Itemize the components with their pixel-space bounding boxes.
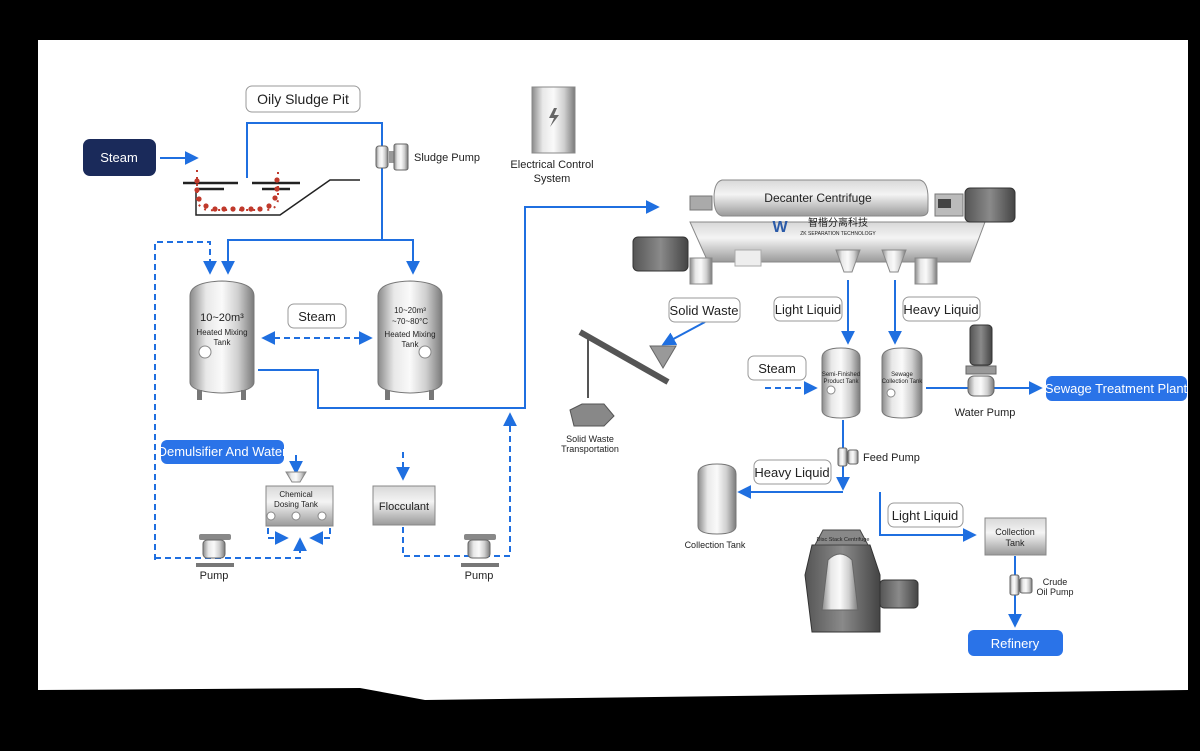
oily-sludge-pit-label-box <box>245 85 361 113</box>
refinery-label: Refinery <box>991 636 1040 651</box>
demulsifier-badge: Demulsifier And Water <box>158 440 288 464</box>
collection-tank-right-label-2: Tank <box>1005 538 1025 548</box>
crude-oil-pump-label-1: Crude <box>1043 577 1068 587</box>
sewage-collection-label-1: Sewage <box>891 372 913 378</box>
sewage-treatment-plant-label: Sewage Treatment Plant <box>1045 381 1188 396</box>
dashed-lines <box>154 241 818 560</box>
light-liquid-top-label: Light Liquid <box>775 302 842 317</box>
semi-finished-label-1: Semi-Finished <box>822 372 860 378</box>
flocculant-tank: Flocculant <box>372 485 436 526</box>
semi-finished-label-2: Product Tank <box>824 379 860 385</box>
pump-right: Pump <box>461 534 499 582</box>
light-liquid-bottom-badge: Light Liquid <box>887 502 964 528</box>
tank-2-porthole <box>418 345 432 359</box>
collection-tank-right: Collection Tank <box>984 517 1047 556</box>
collection-tank-left-label: Collection Tank <box>685 540 746 550</box>
disc-centrifuge-label: Disc Stack Centrifuge <box>817 537 870 543</box>
tank-1-name-2: Tank <box>214 338 232 347</box>
solid-waste-conveyor: Solid Waste Transportation <box>561 329 677 454</box>
pump-left: Pump <box>196 534 234 582</box>
pump-left-label: Pump <box>200 570 229 582</box>
sludge-pump: Sludge Pump <box>375 143 480 171</box>
refinery-badge: Refinery <box>968 630 1063 656</box>
light-liquid-bottom-label: Light Liquid <box>892 508 959 523</box>
steam-input-label: Steam <box>100 150 138 165</box>
decanter-brand-en: ZK SEPARATION TECHNOLOGY <box>800 231 876 237</box>
solid-waste-transport-label-2: Transportation <box>561 444 619 454</box>
collection-tank-right-label-1: Collection <box>995 527 1035 537</box>
crude-oil-pump-label-2: Oil Pump <box>1036 587 1073 597</box>
steam-right-label: Steam <box>758 361 796 376</box>
solid-waste-transport-label-1: Solid Waste <box>566 434 614 444</box>
flocculant-label: Flocculant <box>379 501 429 513</box>
heavy-liquid-top-badge: Heavy Liquid <box>902 296 981 322</box>
chemical-dosing-label-2: Dosing Tank <box>274 500 319 509</box>
light-liquid-top-badge: Light Liquid <box>773 296 843 322</box>
pump-right-label: Pump <box>465 570 494 582</box>
chemical-dosing-label-1: Chemical <box>279 490 313 499</box>
tank-2-volume: 10~20m³ <box>394 306 426 315</box>
sewage-treatment-plant-badge: Sewage Treatment Plant <box>1045 376 1188 401</box>
heated-mixing-tank-2: 10~20m³ ~70~80°C Heated Mixing Tank <box>377 280 443 400</box>
oily-sludge-pit: Oily Sludge Pit <box>183 85 361 216</box>
water-pump: Water Pump <box>955 324 1016 419</box>
heavy-liquid-bottom-badge: Heavy Liquid <box>753 459 832 485</box>
tank-1-volume: 10~20m³ <box>200 312 244 324</box>
steam-mid-badge: Steam <box>287 303 347 329</box>
heavy-liquid-bottom-label: Heavy Liquid <box>754 465 829 480</box>
steam-mid-label: Steam <box>298 309 336 324</box>
lightning-icon <box>549 108 559 127</box>
heated-mixing-tank-1: 10~20m³ Heated Mixing Tank <box>189 280 255 400</box>
heavy-liquid-top-label: Heavy Liquid <box>903 302 978 317</box>
water-pump-label: Water Pump <box>955 407 1016 419</box>
decanter-brand-cn: 智楷分离科技 <box>808 216 868 229</box>
sewage-collection-tank: Sewage Collection Tank <box>881 347 924 419</box>
solid-waste-badge: Solid Waste <box>668 297 741 323</box>
tank-1-name-1: Heated Mixing <box>196 328 247 337</box>
demulsifier-label: Demulsifier And Water <box>158 444 288 459</box>
decanter-label: Decanter Centrifuge <box>764 191 872 205</box>
tank-2-name-1: Heated Mixing <box>384 330 435 339</box>
semi-finished-product-tank: Semi-Finished Product Tank <box>821 347 861 419</box>
oily-sludge-pit-label: Oily Sludge Pit <box>257 91 349 107</box>
feed-pump: Feed Pump <box>837 447 920 467</box>
feed-pump-label: Feed Pump <box>863 452 920 464</box>
electrical-control-label-2: System <box>534 173 571 185</box>
sewage-collection-label-2: Collection Tank <box>882 379 924 385</box>
steam-right-badge: Steam <box>747 355 807 381</box>
electrical-control-label-1: Electrical Control <box>510 159 593 171</box>
decanter-centrifuge: Decanter Centrifuge W 智楷分离科技 ZK SEPARATI… <box>632 179 1016 285</box>
collection-tank-left: Collection Tank <box>685 463 746 550</box>
crude-oil-pump: Crude Oil Pump <box>1009 574 1074 597</box>
chemical-dosing-tank: Chemical Dosing Tank <box>265 471 334 527</box>
electrical-control-cabinet: Electrical Control System <box>510 86 594 185</box>
tank-2-name-2: Tank <box>402 340 420 349</box>
solid-waste-label: Solid Waste <box>670 303 739 318</box>
disc-stack-centrifuge: Disc Stack Centrifuge <box>804 529 919 633</box>
sludge-pump-label: Sludge Pump <box>414 152 480 164</box>
steam-input-badge: Steam <box>83 139 156 176</box>
decanter-logo: W <box>772 219 788 236</box>
tank-2-temp: ~70~80°C <box>392 317 428 326</box>
tank-1-porthole <box>198 345 212 359</box>
